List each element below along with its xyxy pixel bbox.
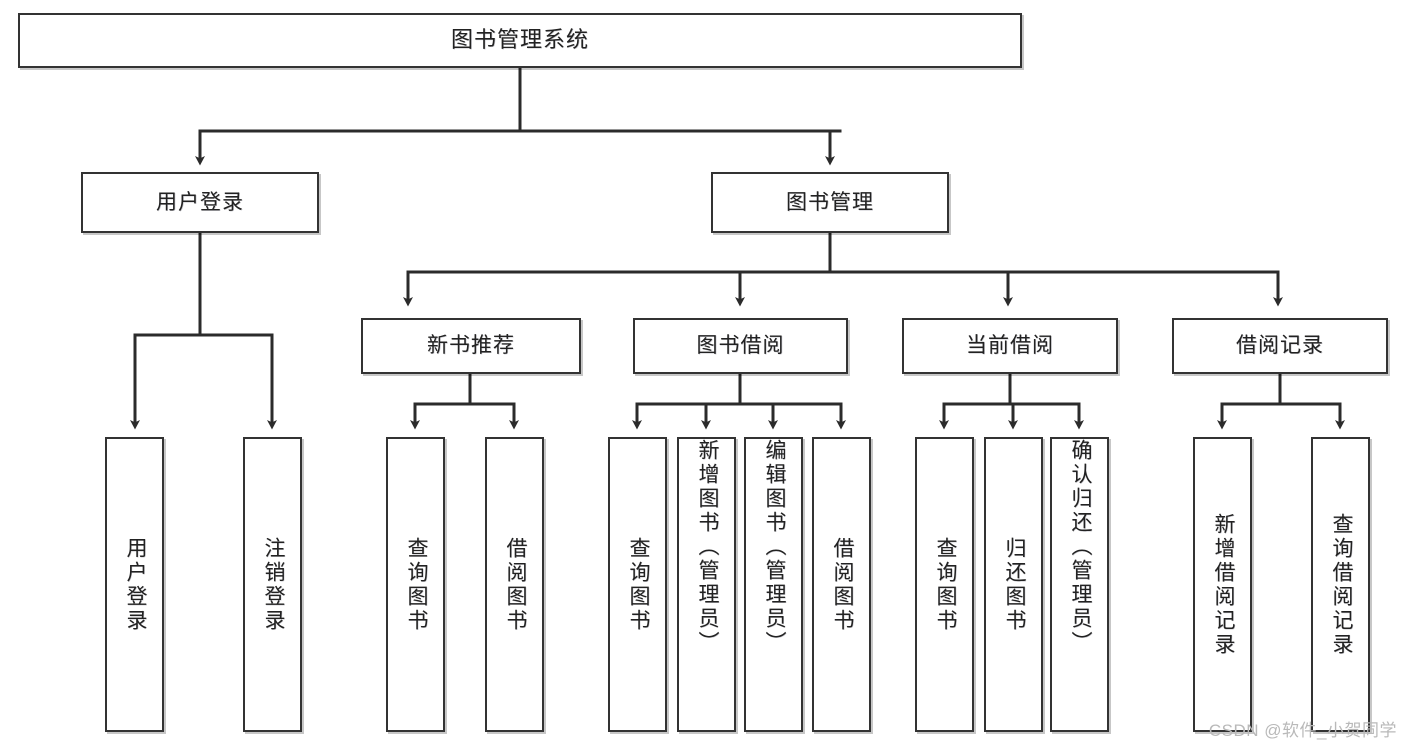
node-label: 借阅图书 xyxy=(830,536,854,633)
node-leaf-confirm-return[interactable]: 确认归还（管理员） xyxy=(1050,437,1109,732)
node-new-book-recommend[interactable]: 新书推荐 xyxy=(361,318,581,374)
node-current-borrow[interactable]: 当前借阅 xyxy=(902,318,1118,374)
node-label: 图书管理 xyxy=(786,190,874,214)
node-label: 借阅图书 xyxy=(503,536,527,633)
node-user-login[interactable]: 用户登录 xyxy=(81,172,319,233)
node-leaf-borrow-book-2[interactable]: 借阅图书 xyxy=(812,437,871,732)
node-leaf-add-book[interactable]: 新增图书（管理员） xyxy=(677,437,736,732)
node-label: 图书借阅 xyxy=(696,334,785,358)
node-label: 新增借阅记录 xyxy=(1211,512,1235,657)
watermark-text: CSDN @软件_小贺同学 xyxy=(1208,721,1397,740)
node-leaf-borrow-book-1[interactable]: 借阅图书 xyxy=(485,437,544,732)
node-borrow-record[interactable]: 借阅记录 xyxy=(1172,318,1388,374)
node-book-manage[interactable]: 图书管理 xyxy=(711,172,949,233)
node-leaf-query-record[interactable]: 查询借阅记录 xyxy=(1311,437,1370,732)
node-label: 查询图书 xyxy=(626,536,650,633)
node-leaf-query-book-1[interactable]: 查询图书 xyxy=(386,437,445,732)
node-label: 编辑图书（管理员） xyxy=(762,439,786,655)
node-label: 确认归还（管理员） xyxy=(1068,439,1092,655)
node-label: 注销登录 xyxy=(261,536,285,633)
node-leaf-edit-book[interactable]: 编辑图书（管理员） xyxy=(744,437,803,732)
node-leaf-user-login[interactable]: 用户登录 xyxy=(105,437,164,732)
node-label: 新增图书（管理员） xyxy=(695,439,719,655)
node-leaf-query-book-3[interactable]: 查询图书 xyxy=(915,437,974,732)
node-label: 查询图书 xyxy=(404,536,428,633)
node-leaf-query-book-2[interactable]: 查询图书 xyxy=(608,437,667,732)
node-book-borrow[interactable]: 图书借阅 xyxy=(633,318,848,374)
node-label: 用户登录 xyxy=(123,536,147,633)
node-label: 查询借阅记录 xyxy=(1329,512,1353,657)
node-label: 借阅记录 xyxy=(1236,334,1324,358)
node-label: 归还图书 xyxy=(1002,536,1026,633)
node-root-system[interactable]: 图书管理系统 xyxy=(18,13,1022,68)
node-leaf-add-record[interactable]: 新增借阅记录 xyxy=(1193,437,1252,732)
node-leaf-logout[interactable]: 注销登录 xyxy=(243,437,302,732)
node-label: 当前借阅 xyxy=(966,334,1054,358)
node-label: 用户登录 xyxy=(156,190,244,214)
node-leaf-return-book[interactable]: 归还图书 xyxy=(984,437,1043,732)
node-label: 新书推荐 xyxy=(427,334,515,358)
node-label: 查询图书 xyxy=(933,536,957,633)
node-label: 图书管理系统 xyxy=(450,27,589,53)
